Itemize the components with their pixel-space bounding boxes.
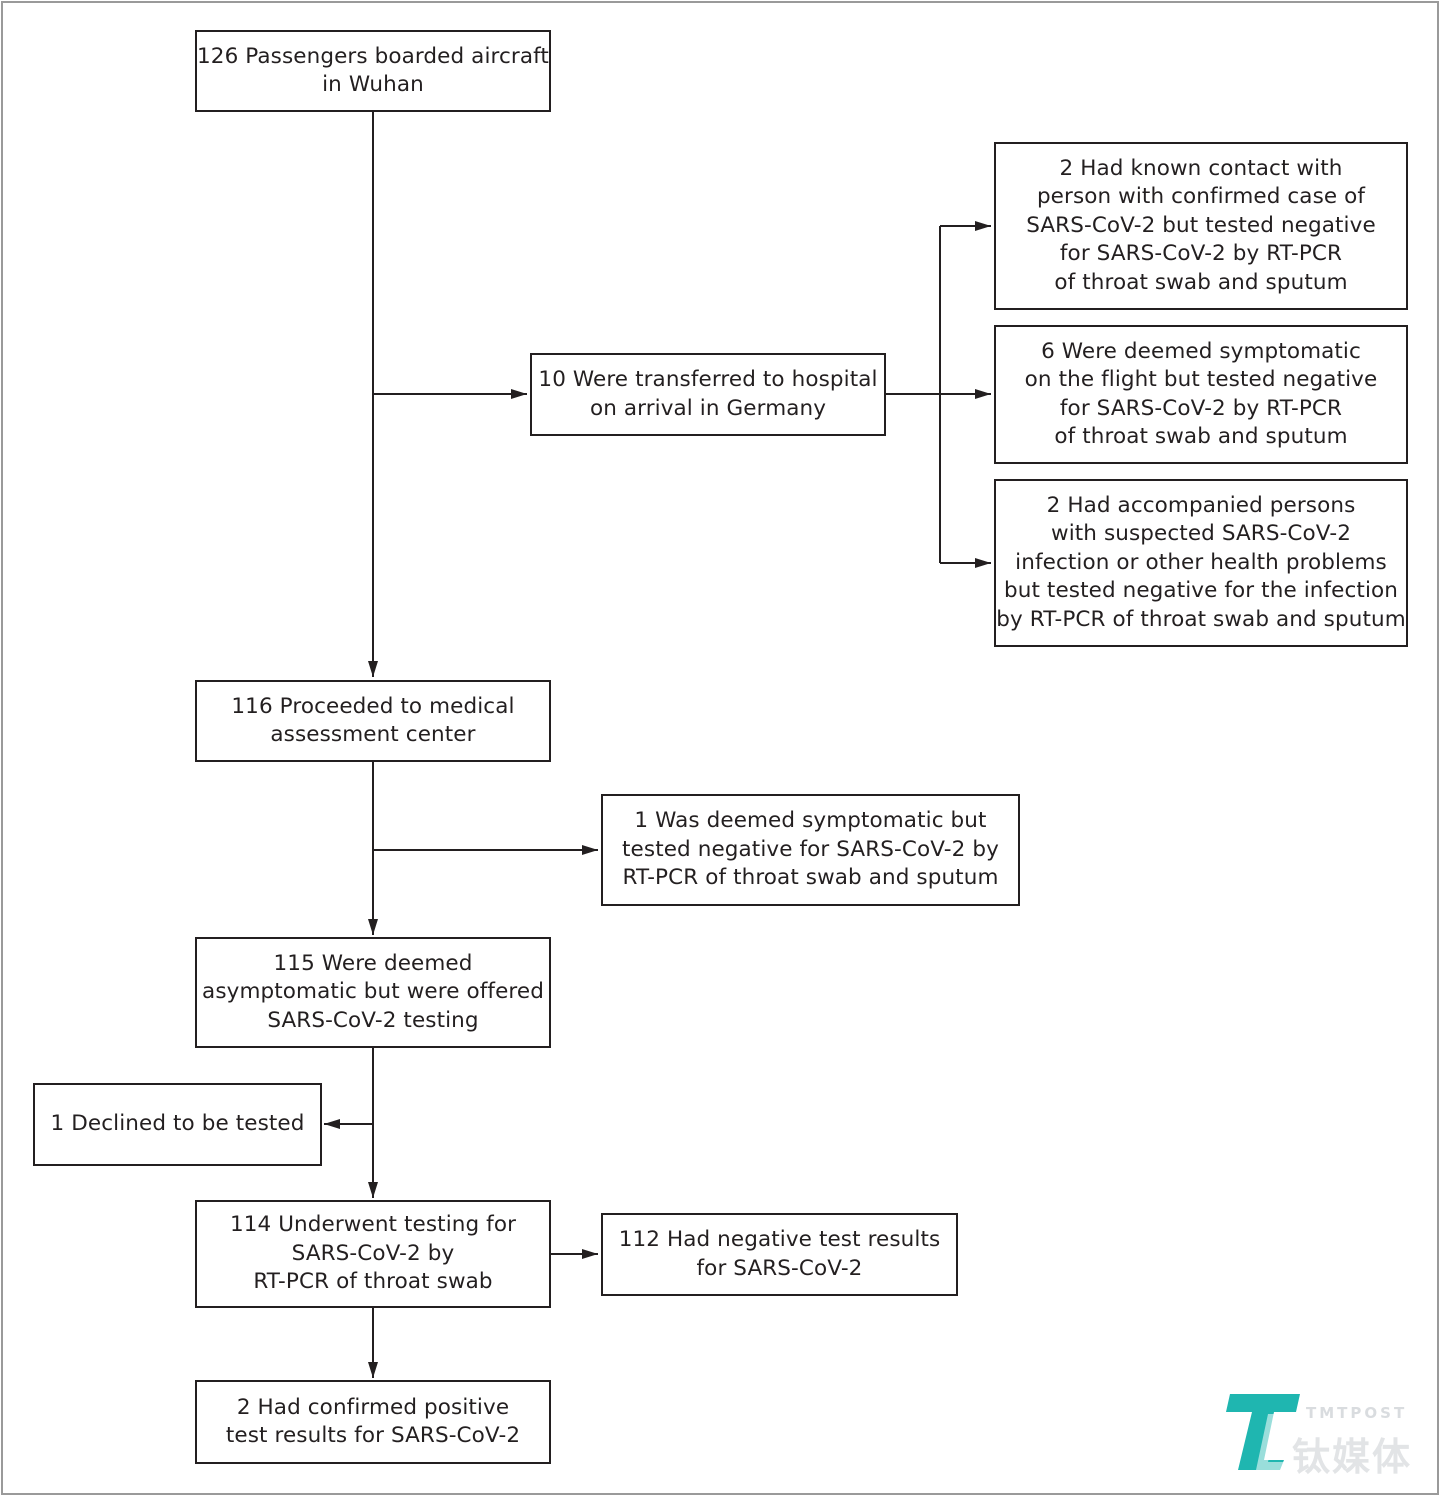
watermark-latin: TMTPOST [1306, 1404, 1408, 1422]
box-underwent-text: 114 Underwent testing for SARS-CoV-2 by … [229, 1212, 517, 1295]
box-asymptomatic: 115 Were deemed asymptomatic but were of… [195, 937, 551, 1048]
box-declined-text: 1 Declined to be tested [50, 1111, 305, 1137]
box-transferred-text: 10 Were transferred to hospital on arriv… [538, 367, 878, 421]
box-symptomatic-one-text: 1 Was deemed symptomatic but tested nega… [622, 808, 999, 891]
watermark-chinese: 钛媒体 [1292, 1435, 1413, 1479]
box-symptomatic-flight-text: 6 Were deemed symptomatic on the flight … [1024, 338, 1378, 450]
box-proceeded-text: 116 Proceeded to medical assessment cent… [231, 693, 515, 748]
box-declined: 1 Declined to be tested [33, 1083, 322, 1166]
box-positive-text: 2 Had confirmed positive test results fo… [225, 1394, 521, 1449]
box-proceeded: 116 Proceeded to medical assessment cent… [195, 680, 551, 762]
tmtpost-logo-icon [1226, 1394, 1300, 1470]
box-symptomatic-one: 1 Was deemed symptomatic but tested nega… [601, 794, 1020, 906]
box-contact-text: 2 Had known contact with person with con… [1026, 155, 1376, 295]
box-boarded: 126 Passengers boarded aircraft in Wuhan [195, 30, 551, 112]
box-negative: 112 Had negative test results for SARS-C… [601, 1213, 958, 1296]
box-contact: 2 Had known contact with person with con… [994, 142, 1408, 310]
box-positive: 2 Had confirmed positive test results fo… [195, 1380, 551, 1464]
box-accompanied-text: 2 Had accompanied persons with suspected… [996, 492, 1406, 632]
box-boarded-text: 126 Passengers boarded aircraft in Wuhan [197, 43, 549, 98]
box-negative-text: 112 Had negative test results for SARS-C… [618, 1227, 941, 1281]
box-transferred: 10 Were transferred to hospital on arriv… [530, 353, 886, 436]
box-asymptomatic-text: 115 Were deemed asymptomatic but were of… [202, 950, 544, 1033]
box-symptomatic-flight: 6 Were deemed symptomatic on the flight … [994, 325, 1408, 464]
box-accompanied: 2 Had accompanied persons with suspected… [994, 479, 1408, 647]
box-underwent: 114 Underwent testing for SARS-CoV-2 by … [195, 1200, 551, 1308]
